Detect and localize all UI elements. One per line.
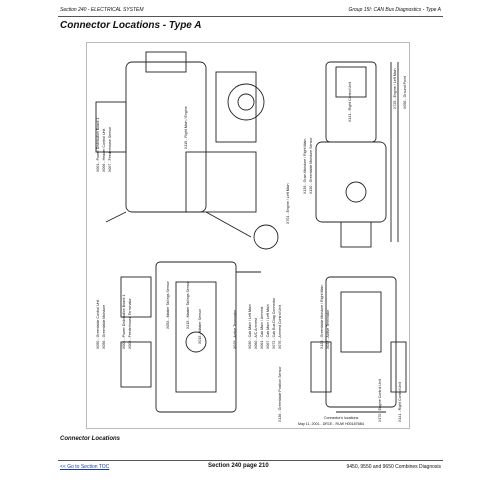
combine-front-bottomleft bbox=[155, 261, 237, 413]
page-header: Section 240 - ELECTRICAL SYSTEM Group 15… bbox=[58, 4, 443, 17]
manual-title: 9450, 9550 and 9650 Combines Diagnosis bbox=[346, 464, 441, 470]
connector-label: X141 - Right Control Unit bbox=[348, 82, 352, 122]
connector-label: X119 - Right Main / Engine bbox=[184, 106, 188, 149]
connector-label: X129 - Greentable Moisture / Right Main bbox=[320, 284, 324, 349]
connector-label: X076 - Armrest Control Unit bbox=[278, 305, 282, 349]
connector-label: X030 - Cab Main / Left Main bbox=[248, 304, 252, 349]
combine-rear-bottomright bbox=[325, 276, 397, 408]
page-number: Section 240 page 210 bbox=[208, 463, 269, 469]
connector-label: X067 - Cab Main / Left Main bbox=[266, 304, 270, 349]
connector-label: X050 - Greentable Control Unit bbox=[96, 299, 100, 349]
connector-label: X007 - Feederhouse Sensor bbox=[108, 126, 112, 172]
connector-label: X008 - Feederhouse Terminator bbox=[128, 298, 132, 349]
connector-label: X130 - Greentable Moisture Sensor bbox=[309, 137, 313, 194]
drawing-note: Connector's locations bbox=[324, 416, 359, 420]
combine-body-topleft bbox=[125, 61, 207, 213]
connector-label: X701 - Engine / Left Main bbox=[286, 183, 290, 224]
connector-label: X015 - Master Sensor bbox=[198, 309, 202, 344]
connector-label: X141 - Right Control Unit bbox=[398, 382, 402, 422]
connector-label: X060 - A/C Armrest bbox=[254, 318, 258, 349]
drawing-frame bbox=[86, 42, 410, 429]
wheel-icon bbox=[227, 83, 265, 121]
header-group: Group 15I: CAN Bus Diagnostics - Type A bbox=[348, 7, 441, 13]
connector-label: X056 - Greentable Moisture bbox=[102, 304, 106, 349]
connector-label: X006 - Header Control Unit bbox=[102, 128, 106, 172]
connector-label: X001 - Power Distribution Board 1 bbox=[96, 117, 100, 172]
figure-caption: Connector Locations bbox=[60, 436, 121, 442]
connector-label: X136 - Greentable Position Sensor bbox=[278, 366, 282, 422]
connector-label: X029 - Active Terminator bbox=[233, 309, 237, 349]
connector-label: X139 - Grain Moisture / Right Main bbox=[303, 138, 307, 194]
connector-label: X001 - Power Distribution Board 1 bbox=[122, 294, 126, 349]
connector-label: X053 - Master Tailings Sensor bbox=[166, 281, 170, 329]
page-footer: << Go to Section TOC Section 240 page 21… bbox=[58, 460, 443, 473]
connector-label: X056 - Ground Point bbox=[403, 76, 407, 109]
grain-tank-topleft bbox=[145, 51, 187, 73]
page-title: Connector Locations - Type A bbox=[60, 20, 202, 31]
header-section: Section 240 - ELECTRICAL SYSTEM bbox=[60, 7, 144, 13]
manual-page: Section 240 - ELECTRICAL SYSTEM Group 15… bbox=[58, 4, 443, 484]
connector-label: X061 - Cab Main / Armrest bbox=[260, 306, 264, 349]
section-toc-link[interactable]: << Go to Section TOC bbox=[60, 464, 110, 470]
combine-connector-diagram bbox=[95, 51, 407, 413]
connector-label: X032 - Active Terminator bbox=[326, 309, 330, 349]
connector-label: X215 - Master Tailings Sensor bbox=[186, 281, 190, 329]
connector-label: X725 - Engine / Left Main bbox=[393, 68, 397, 109]
drawing-note-ref: May 11, 2001 - DR1E - RUW H001876B4 bbox=[298, 422, 365, 426]
connector-label: X073 - Cab Bus Diag Connector bbox=[272, 297, 276, 349]
connector-label: X170 - Engine Control Unit bbox=[378, 379, 382, 422]
